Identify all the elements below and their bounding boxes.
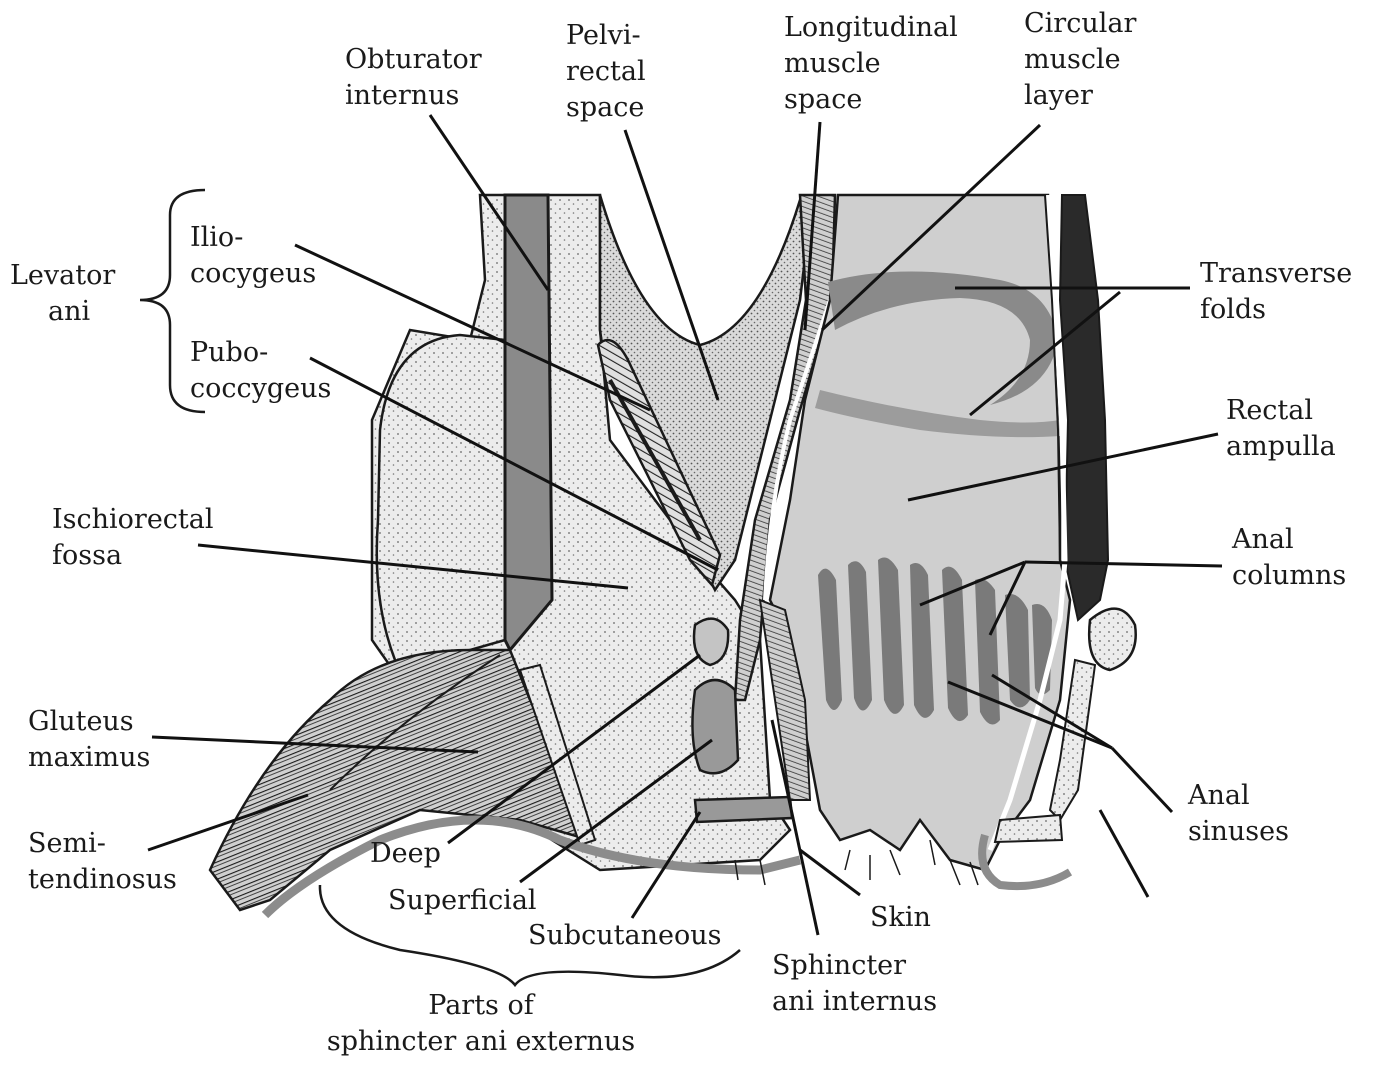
label-deep: Deep	[370, 836, 441, 872]
label-skin: Skin	[870, 900, 931, 936]
right-subcutaneous-block	[995, 815, 1062, 842]
label-pubococcygeus: Pubo-coccygeus	[190, 335, 331, 407]
label-superficial: Superficial	[388, 883, 537, 919]
label-iliococcygeus: Ilio-cocygeus	[190, 220, 316, 292]
sphincter-subcutaneous-part	[695, 797, 792, 822]
leader-lower-right	[1100, 810, 1148, 897]
lateral-pelvic-wall	[377, 335, 505, 673]
right-sphincter-blob	[1089, 609, 1136, 670]
sphincter-deep-part	[694, 619, 728, 665]
label-subcutaneous: Subcutaneous	[528, 918, 722, 954]
leader-anal-sinuses-c	[1112, 748, 1172, 812]
sphincter-superficial-part	[692, 680, 738, 773]
label-semitendinosus: Semi-tendinosus	[28, 826, 177, 898]
